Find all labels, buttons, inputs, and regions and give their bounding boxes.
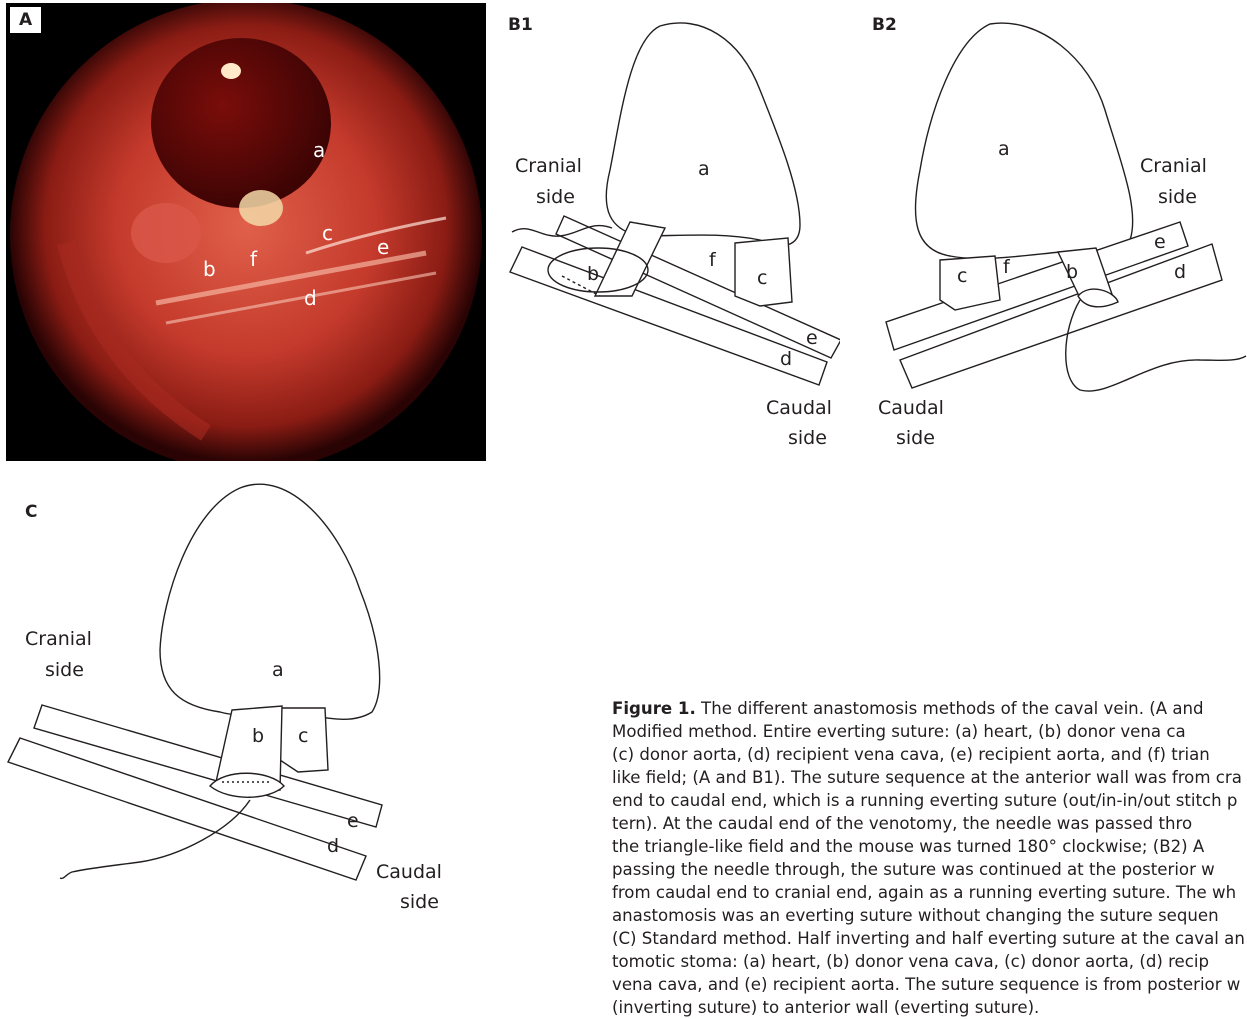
b2-label-c: c <box>957 265 967 287</box>
c-caudal-line1: Caudal <box>376 861 442 883</box>
c-cranial-line2: side <box>45 659 84 681</box>
caption-line-5: end to caudal end, which is a running ev… <box>612 789 1247 812</box>
photo-label-d: d <box>304 286 317 310</box>
caption-line-7: the triangle-like field and the mouse wa… <box>612 835 1247 858</box>
caption-line-1-text: The different anastomosis methods of the… <box>696 699 1204 718</box>
b1-heart-shape <box>606 23 800 246</box>
caption-line-8: passing the needle through, the suture w… <box>612 858 1247 881</box>
b2-label-f: f <box>1003 256 1011 278</box>
caption-figure-label: Figure 1. <box>612 699 696 718</box>
b2-label-a: a <box>998 138 1010 160</box>
panel-a-photo: a b c d e f A <box>6 3 486 461</box>
b2-caudal-line1: Caudal <box>878 397 944 419</box>
b1-label-b: b <box>587 263 599 285</box>
b2-cranial-line1: Cranial <box>1140 155 1207 177</box>
caption-line-11: (C) Standard method. Half inverting and … <box>612 927 1247 950</box>
c-label-b: b <box>252 725 264 747</box>
b2-cranial-line2: side <box>1158 186 1197 208</box>
b1-label-e: e <box>806 327 818 349</box>
panel-a-label: A <box>10 7 41 33</box>
diagram-b2: a b c d e f Cranial side Caudal side <box>860 0 1247 460</box>
b1-label-a: a <box>698 158 710 180</box>
caption-line-13: vena cava, and (e) recipient aorta. The … <box>612 973 1247 996</box>
b1-caudal-line2: side <box>788 427 827 449</box>
caption-line-1: Figure 1. The different anastomosis meth… <box>612 697 1247 720</box>
c-caudal-line2: side <box>400 891 439 913</box>
caption-line-2: Modified method. Entire everting suture:… <box>612 720 1247 743</box>
c-label-d: d <box>327 835 339 857</box>
caption-line-3: (c) donor aorta, (d) recipient vena cava… <box>612 743 1247 766</box>
b1-caudal-line1: Caudal <box>766 397 832 419</box>
diagram-c: Cranial side a b c d e Caudal side <box>0 470 480 917</box>
c-label-a: a <box>272 659 284 681</box>
c-label-c: c <box>298 725 308 747</box>
photo-label-e: e <box>377 235 389 259</box>
surgical-photo: a b c d e f <box>6 3 486 461</box>
b1-cranial-line2: side <box>536 186 575 208</box>
caption-line-9: from caudal end to cranial end, again as… <box>612 881 1247 904</box>
photo-label-f: f <box>250 247 258 271</box>
c-cranial-line1: Cranial <box>25 628 92 650</box>
photo-label-b: b <box>203 257 216 281</box>
b2-label-e: e <box>1154 231 1166 253</box>
caption-line-4: like field; (A and B1). The suture seque… <box>612 766 1247 789</box>
b1-label-c: c <box>757 267 767 289</box>
caption-line-10: anastomosis was an everting suture witho… <box>612 904 1247 927</box>
figure-caption: Figure 1. The different anastomosis meth… <box>612 697 1247 1019</box>
c-label-e: e <box>347 810 359 832</box>
b2-label-b: b <box>1066 261 1078 283</box>
b1-cranial-line1: Cranial <box>515 155 582 177</box>
caption-line-6: tern). At the caudal end of the venotomy… <box>612 812 1247 835</box>
b1-label-f: f <box>709 249 717 271</box>
b2-heart-shape <box>915 23 1132 258</box>
photo-label-a: a <box>313 138 325 162</box>
b2-donor-aorta <box>940 256 1000 310</box>
c-heart-shape <box>160 484 380 719</box>
b2-caudal-line2: side <box>896 427 935 449</box>
photo-label-c: c <box>322 221 333 245</box>
b1-label-d: d <box>780 348 792 370</box>
b2-label-d: d <box>1174 261 1186 283</box>
caption-line-12: tomotic stoma: (a) heart, (b) donor vena… <box>612 950 1247 973</box>
diagram-b1: Cranial side a b c d e f Caudal side <box>500 0 840 460</box>
caption-line-14: (inverting suture) to anterior wall (eve… <box>612 996 1247 1019</box>
